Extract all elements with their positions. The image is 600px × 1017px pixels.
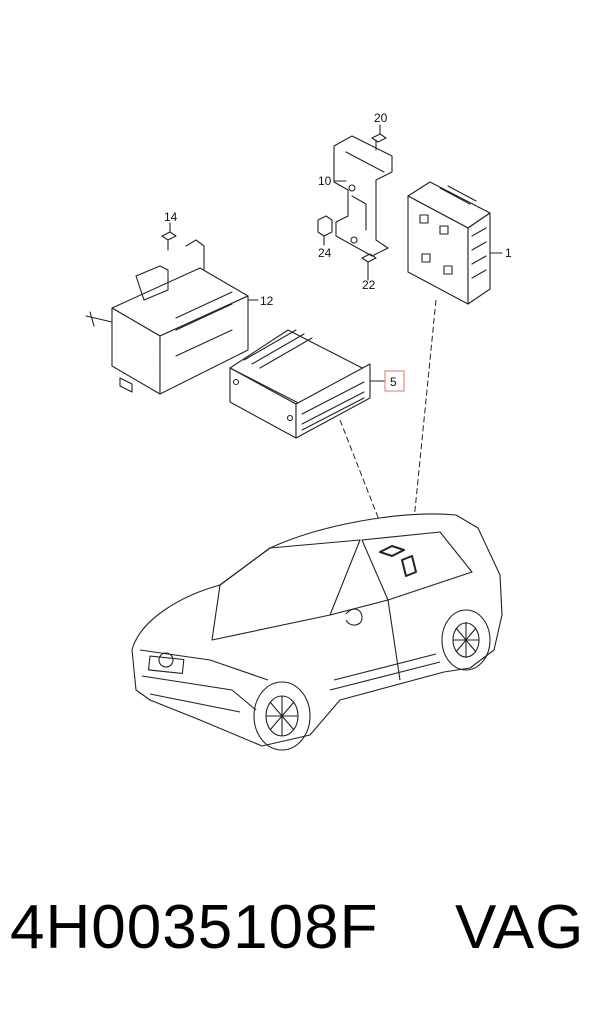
screw-part-14 <box>161 231 177 251</box>
dashed-leader-5 <box>339 419 391 549</box>
callout-22: 22 <box>362 278 376 292</box>
control-unit-part-1 <box>407 181 491 305</box>
screw-part-20 <box>371 133 387 151</box>
callout-12: 12 <box>260 294 274 308</box>
callout-5: 5 <box>390 375 397 389</box>
part-number: 4H0035108F <box>10 893 379 962</box>
drive-unit-part-5 <box>229 329 371 439</box>
brand-name: VAG <box>455 893 585 962</box>
car-illustration <box>131 513 503 751</box>
bracket-part-10 <box>333 135 393 257</box>
highlight-box-5 <box>384 370 405 392</box>
callout-24: 24 <box>318 246 332 260</box>
callout-14: 14 <box>164 210 178 224</box>
nut-part-24 <box>317 215 333 237</box>
parts-diagram: 20 10 14 24 22 1 12 5 <box>85 111 512 751</box>
holder-part-12 <box>85 239 249 395</box>
callout-20: 20 <box>374 111 388 125</box>
screw-part-22 <box>361 253 377 273</box>
car-marker-1 <box>401 555 417 577</box>
car-marker-5 <box>379 545 405 557</box>
caption-bar: 4H0035108F VAG <box>0 880 600 990</box>
callout-1: 1 <box>505 246 512 260</box>
callout-10: 10 <box>318 174 332 188</box>
